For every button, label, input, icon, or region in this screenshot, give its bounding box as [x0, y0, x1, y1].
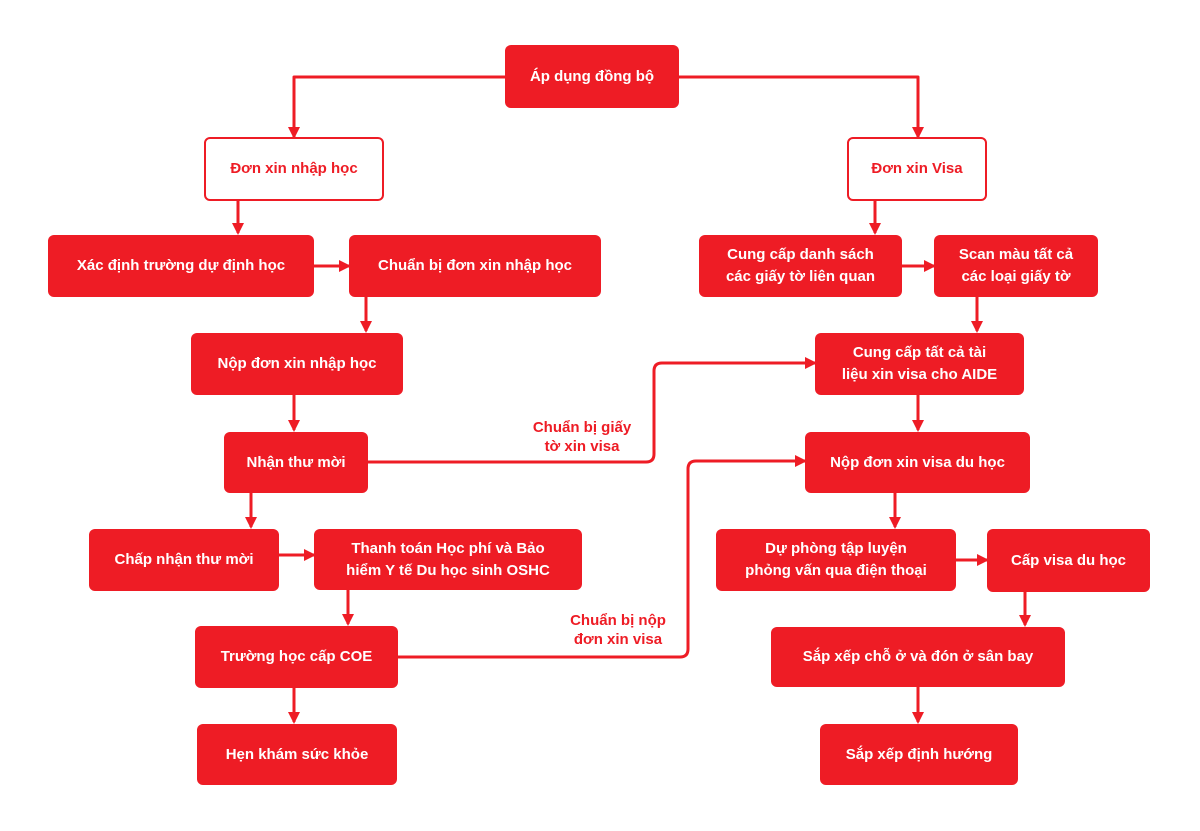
- node-submit-visa: Nộp đơn xin visa du học: [805, 432, 1030, 493]
- node-coe-label: Trường học cấp COE: [220, 648, 373, 665]
- edge-label-prepare-visa-submit: Chuẩn bị nộp đơn xin visa: [556, 611, 680, 649]
- node-visa-label: Đơn xin Visa: [871, 160, 963, 177]
- node-choose-school-label: Xác định trường dự định học: [76, 257, 286, 274]
- node-provide-visa-documents-line1: Cung cấp tất cả tài: [852, 344, 987, 361]
- node-choose-school: Xác định trường dự định học: [48, 235, 314, 297]
- node-accept-offer: Chấp nhận thư mời: [89, 529, 279, 591]
- node-interview-practice: Dự phòng tập luyện phỏng vấn qua điện th…: [716, 529, 956, 591]
- node-offer-letter: Nhận thư mời: [224, 432, 368, 493]
- node-pay-fees-oshc: Thanh toán Học phí và Bảo hiểm Y tế Du h…: [314, 529, 582, 590]
- node-provide-visa-documents-line2: liệu xin visa cho AIDE: [841, 366, 998, 383]
- node-prepare-application-label: Chuẩn bị đơn xin nhập học: [378, 257, 572, 274]
- node-offer-letter-label: Nhận thư mời: [246, 453, 346, 471]
- node-submit-visa-label: Nộp đơn xin visa du học: [830, 453, 1005, 471]
- node-root-label: Áp dụng đồng bộ: [529, 67, 655, 85]
- node-interview-practice-line1: Dự phòng tập luyện: [765, 540, 907, 557]
- edge-offer-visadocs: [368, 357, 817, 464]
- node-pay-fees-line1: Thanh toán Học phí và Bảo: [351, 539, 545, 557]
- node-prepare-application: Chuẩn bị đơn xin nhập học: [349, 235, 601, 297]
- node-orientation: Sắp xếp định hướng: [820, 724, 1018, 785]
- node-submit-application-label: Nộp đơn xin nhập học: [217, 355, 377, 372]
- edge-label-prepare-visa-docs-line2: tờ xin visa: [544, 438, 620, 455]
- node-root: Áp dụng đồng bộ: [505, 45, 679, 108]
- node-pay-fees-line2: hiểm Y tế Du học sinh OSHC: [346, 561, 550, 579]
- node-admission-application: Đơn xin nhập học: [204, 137, 384, 201]
- edge-label-prepare-visa-docs-line1: Chuẩn bị giấy: [532, 419, 632, 436]
- edge-label-prepare-visa-docs: Chuẩn bị giấy tờ xin visa: [520, 418, 644, 456]
- node-document-list-line2: các giấy tờ liên quan: [725, 268, 876, 285]
- node-health-check: Hẹn khám sức khỏe: [197, 724, 397, 785]
- node-grant-visa: Cấp visa du học: [987, 529, 1150, 592]
- node-visa-application: Đơn xin Visa: [847, 137, 987, 201]
- node-admission-label: Đơn xin nhập học: [230, 160, 358, 177]
- node-accommodation-pickup: Sắp xếp chỗ ở và đón ở sân bay: [771, 627, 1065, 687]
- node-scan-documents: Scan màu tất cả các loại giấy tờ: [934, 235, 1098, 297]
- edge-label-prepare-visa-submit-line1: Chuẩn bị nộp: [570, 612, 666, 629]
- node-document-list: Cung cấp danh sách các giấy tờ liên quan: [699, 235, 902, 297]
- node-accommodation-label: Sắp xếp chỗ ở và đón ở sân bay: [802, 648, 1034, 665]
- node-coe: Trường học cấp COE: [195, 626, 398, 688]
- node-health-check-label: Hẹn khám sức khỏe: [225, 745, 369, 763]
- node-orientation-label: Sắp xếp định hướng: [845, 745, 993, 763]
- node-document-list-line1: Cung cấp danh sách: [727, 246, 874, 263]
- node-scan-documents-line2: các loại giấy tờ: [961, 268, 1071, 285]
- node-accept-offer-label: Chấp nhận thư mời: [114, 551, 254, 568]
- node-grant-visa-label: Cấp visa du học: [1010, 551, 1127, 569]
- edge-root-admission: [288, 75, 505, 139]
- node-submit-application: Nộp đơn xin nhập học: [191, 333, 403, 395]
- edge-root-visa: [679, 75, 924, 139]
- node-interview-practice-line2: phỏng vấn qua điện thoại: [745, 562, 927, 579]
- edge-coe-submitvisa: [398, 455, 807, 659]
- node-provide-visa-documents: Cung cấp tất cả tài liệu xin visa cho AI…: [815, 333, 1024, 395]
- edge-label-prepare-visa-submit-line2: đơn xin visa: [573, 631, 663, 648]
- node-scan-documents-line1: Scan màu tất cả: [958, 246, 1074, 263]
